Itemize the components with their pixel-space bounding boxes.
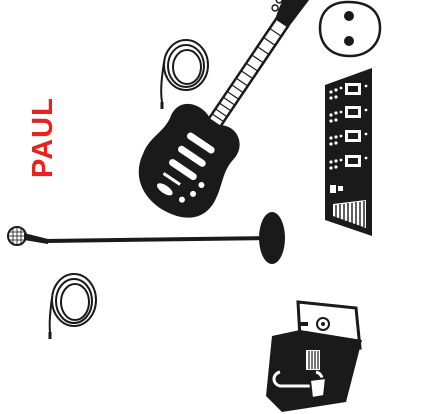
musician-name-label: PAUL (27, 97, 59, 178)
electric-guitar-icon (138, 0, 313, 218)
power-outlet-icon (318, 0, 382, 58)
guitar-cable-coil-icon (160, 39, 209, 109)
microphone-on-boom-stand-icon (7, 212, 285, 264)
effects-pedalboard-icon (325, 68, 372, 236)
guitar-amplifier-icon (266, 300, 362, 412)
microphone-cable-coil-icon (48, 273, 97, 339)
